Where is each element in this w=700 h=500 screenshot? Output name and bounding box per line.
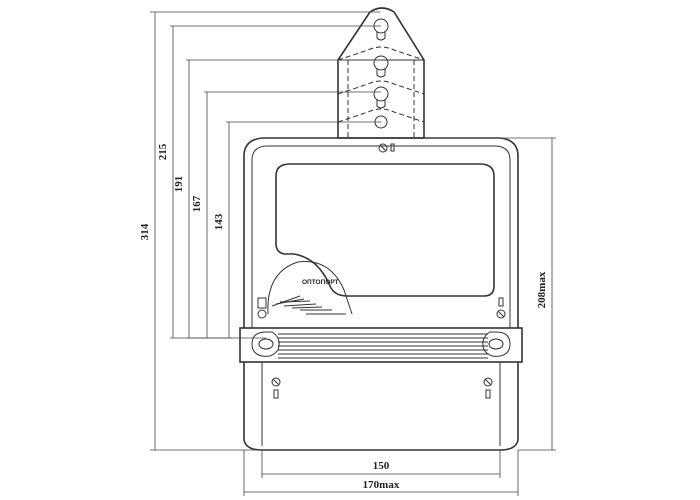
cover-screw-left-icon xyxy=(271,377,281,399)
optoport-label: ОПТОПОРТ xyxy=(302,279,339,286)
left-mount-lug xyxy=(251,331,280,357)
dim-label-314: 314 xyxy=(139,223,151,240)
terminal-cover xyxy=(243,362,519,451)
dim-label-208max: 208max xyxy=(536,271,548,308)
display-window xyxy=(275,163,495,297)
right-screw-icon xyxy=(496,297,506,319)
dimension-lines xyxy=(150,11,556,496)
dim-label-167: 167 xyxy=(191,195,203,212)
mounting-bracket xyxy=(337,7,425,139)
dim-label-150: 150 xyxy=(373,460,390,472)
top-screw-icon xyxy=(378,143,395,153)
right-mount-lug xyxy=(482,331,511,357)
keyhole-slot-top xyxy=(373,18,389,41)
keyhole-slot-3 xyxy=(373,86,389,109)
meter-body: ОПТОПОРТ xyxy=(239,137,523,451)
dim-label-170max: 170max xyxy=(363,479,400,491)
dim-label-143: 143 xyxy=(213,213,225,230)
terminal-strip xyxy=(239,327,523,363)
dimension-labels: 314 215 191 167 143 208max 150 170max xyxy=(139,143,548,491)
dim-label-215: 215 xyxy=(157,143,169,160)
keyhole-slot-2 xyxy=(373,55,389,78)
dim-label-191: 191 xyxy=(173,176,185,193)
optoport: ОПТОПОРТ xyxy=(257,261,353,319)
cover-screw-right-icon xyxy=(483,377,493,399)
